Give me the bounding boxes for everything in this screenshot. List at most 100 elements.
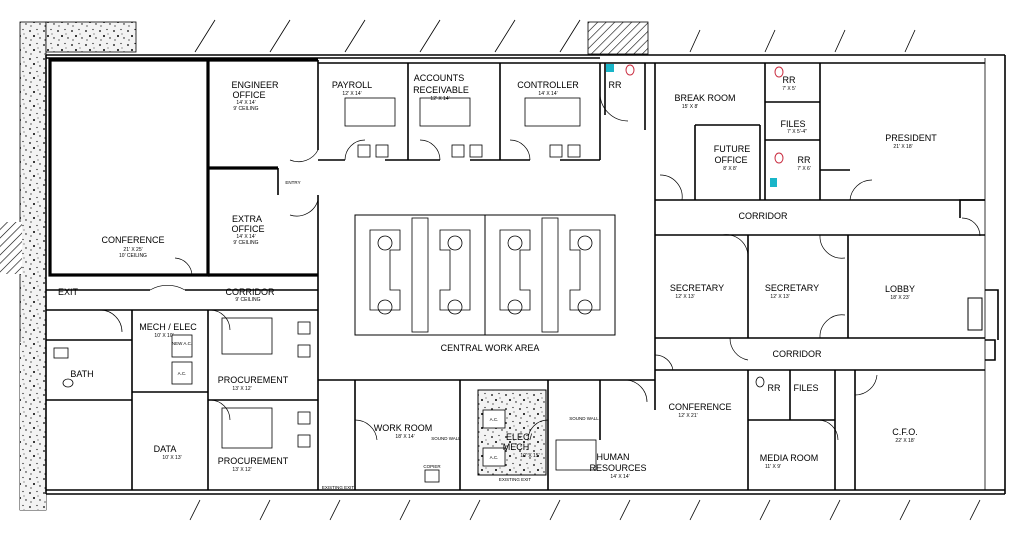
human-resources-label-2: RESOURCES: [589, 463, 646, 473]
cfo-dims: 22' X 18': [895, 438, 914, 444]
conference-right-label: CONFERENCE: [668, 402, 731, 412]
lobby-bumpout: [959, 199, 999, 361]
rr-b-label: RR: [798, 155, 811, 165]
toilet-fixture-rr-a: [774, 66, 784, 78]
outer-walls: [45, 54, 1006, 495]
secretary-2-dims: 12' X 13': [770, 294, 789, 300]
secretary-1-label: SECRETARY: [670, 283, 724, 293]
toilet-fixture-rr-c: [755, 376, 765, 388]
toilet-fixture-rr-b: [774, 152, 784, 164]
payroll-label: PAYROLL: [332, 80, 372, 90]
new-ac-note: NEW A.C.: [172, 341, 192, 346]
new-ac-unit: [171, 334, 193, 358]
left-bottom-masonry: [20, 342, 46, 510]
exterior-hatch-left: [0, 222, 22, 274]
extra-office-label-1: EXTRA: [232, 214, 262, 224]
ac-note: A.C.: [178, 371, 187, 376]
central-walls: [317, 275, 655, 490]
secretary-1-dims: 12' X 13': [675, 294, 694, 300]
accounts-receivable-dims: 12' X 14': [430, 96, 449, 102]
ac-unit-1: [482, 409, 506, 429]
office-furniture: [221, 97, 597, 483]
conference-main-label: CONFERENCE: [101, 235, 164, 245]
break-room-label: BREAK ROOM: [674, 93, 735, 103]
rr-a-dims: 7' X 5': [782, 86, 796, 92]
lobby-fireplace: [967, 297, 983, 331]
procurement-2-dims: 13' X 12': [232, 467, 251, 473]
top-left-masonry: [45, 21, 137, 53]
left-lower-walls: [46, 289, 318, 490]
ac-2-note: A.C.: [490, 455, 499, 460]
president-label: PRESIDENT: [885, 133, 937, 143]
conference-main-dims: 21' X 25': [123, 247, 142, 253]
accounts-receivable-label-2: RECEIVABLE: [413, 85, 469, 95]
existing-exit-note: EXISTING EXIT: [322, 485, 355, 490]
bath-sink: [53, 347, 69, 359]
secretary-2-label: SECRETARY: [765, 283, 819, 293]
future-office-dims: 8' X 8': [723, 166, 737, 172]
lobby-label: LOBBY: [885, 284, 915, 294]
sink-fixture-top: [606, 64, 614, 72]
conference-main-note: 10' CEILING: [119, 253, 147, 259]
engineer-office-dims: 14' X 14': [236, 100, 255, 106]
mech-elec-left-dims: 10' X 10': [154, 333, 173, 339]
mech-elec-left-label: MECH / ELEC: [139, 322, 197, 332]
toilet-fixture-top: [625, 64, 635, 76]
engineer-office-label-1: ENGINEER: [231, 80, 279, 90]
copier-note: COPIER: [423, 464, 441, 469]
sink-fixture-rr-b: [770, 178, 777, 187]
rr-b-dims: 7' X 6': [797, 166, 811, 172]
files-c-label: FILES: [793, 383, 818, 393]
extra-office-note: 9' CEILING: [233, 240, 258, 246]
rr-c-label: RR: [768, 383, 781, 393]
bath-toilet: [62, 378, 74, 388]
data-label: DATA: [154, 444, 177, 454]
cfo-label: C.F.O.: [892, 427, 918, 437]
ac-1-note: A.C.: [490, 417, 499, 422]
work-stations: [354, 214, 616, 336]
future-office-label-2: OFFICE: [715, 155, 748, 165]
media-room-label: MEDIA ROOM: [760, 453, 819, 463]
elec-mech-label-2: MECH: [503, 442, 530, 452]
procurement-1-dims: 13' X 12': [232, 386, 251, 392]
engineer-office-note: 9' CEILING: [233, 106, 258, 112]
controller-dims: 14' X 14': [538, 91, 557, 97]
human-resources-dims: 14' X 14': [610, 474, 629, 480]
break-room-dims: 15' X 8': [682, 104, 698, 110]
ac-unit-left: [171, 361, 193, 385]
files-a-label: FILES: [780, 119, 805, 129]
right-upper-walls: [655, 62, 985, 201]
exterior-lines-bottom: [189, 499, 981, 521]
corridor-left-note: 9' CEILING: [235, 297, 260, 303]
lobby-dims: 18' X 23': [890, 295, 909, 301]
conference-right-dims: 12' X 21': [678, 413, 697, 419]
entry-note: ENTRY: [285, 180, 300, 185]
top-office-walls: [318, 62, 656, 410]
corridor-lower-right-label: CORRIDOR: [773, 349, 822, 359]
payroll-dims: 12' X 14': [342, 91, 361, 97]
central-work-area-label: CENTRAL WORK AREA: [441, 343, 540, 353]
right-middle-walls: [655, 234, 985, 490]
elec-mech-dims: 10' X 15': [520, 453, 539, 459]
extra-office-label-2: OFFICE: [232, 224, 265, 234]
engineer-office-label-2: OFFICE: [233, 90, 266, 100]
human-resources-label-1: HUMAN: [597, 452, 630, 462]
extra-office-dims: 14' X 14': [236, 234, 255, 240]
rr-top-label: RR: [609, 80, 622, 90]
ac-unit-2: [482, 447, 506, 467]
corridor-left-label: CORRIDOR: [226, 287, 275, 297]
accounts-receivable-label-1: ACCOUNTS: [414, 73, 465, 83]
corridor-right-label: CORRIDOR: [739, 211, 788, 221]
rr-a-label: RR: [783, 75, 796, 85]
elec-mech-label-1: ELEC/: [506, 432, 533, 442]
exit-label: EXIT: [58, 287, 79, 297]
exterior-hatch-topright: [587, 21, 649, 55]
existing-exit-note-2: EXISTING EXIT: [499, 477, 532, 482]
data-dims: 10' X 13': [162, 455, 181, 461]
president-dims: 21' X 18': [893, 144, 912, 150]
work-room-label: WORK ROOM: [374, 423, 433, 433]
exterior-lines-top: [194, 19, 916, 53]
sound-wall-note-1: SOUND WALL: [431, 436, 461, 441]
bath-label: BATH: [70, 369, 93, 379]
